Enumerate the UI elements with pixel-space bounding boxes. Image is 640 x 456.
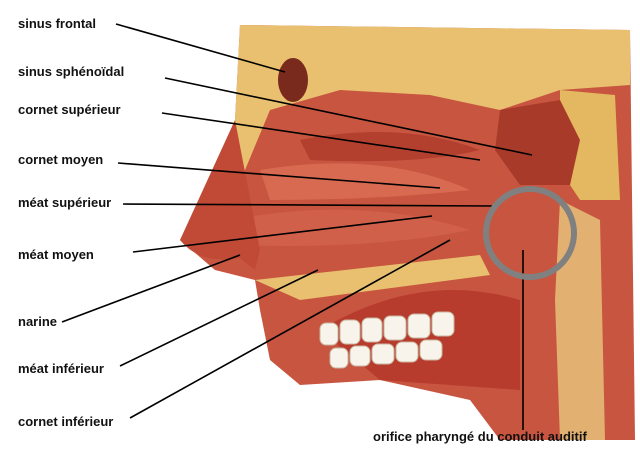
label-orifice-pharynge: orifice pharyngé du conduit auditif (373, 429, 587, 444)
hard-palate (255, 255, 490, 300)
label-meat-superieur: méat supérieur (18, 195, 112, 210)
sphenoid-sinus (495, 100, 580, 185)
leader-lines (61, 23, 533, 430)
teeth (319, 311, 455, 369)
nose (180, 120, 260, 270)
label-sinus-frontal: sinus frontal (18, 16, 97, 31)
orifice-highlight-circle (483, 186, 577, 280)
sphenoid-bone (560, 90, 620, 200)
pharynx (555, 200, 605, 440)
frontal-sinus (278, 58, 308, 102)
label-meat-inferieur: méat inférieur (18, 361, 104, 376)
label-sinus-sphenoidal: sinus sphénoïdal (18, 64, 125, 79)
tongue (320, 290, 520, 390)
label-meat-moyen: méat moyen (18, 247, 94, 262)
label-cornet-superieur: cornet supérieur (18, 102, 121, 117)
label-cornet-moyen: cornet moyen (18, 152, 104, 167)
skull-bone (215, 25, 630, 200)
label-cornet-inferieur: cornet inférieur (18, 414, 114, 429)
label-narine: narine (18, 314, 58, 329)
